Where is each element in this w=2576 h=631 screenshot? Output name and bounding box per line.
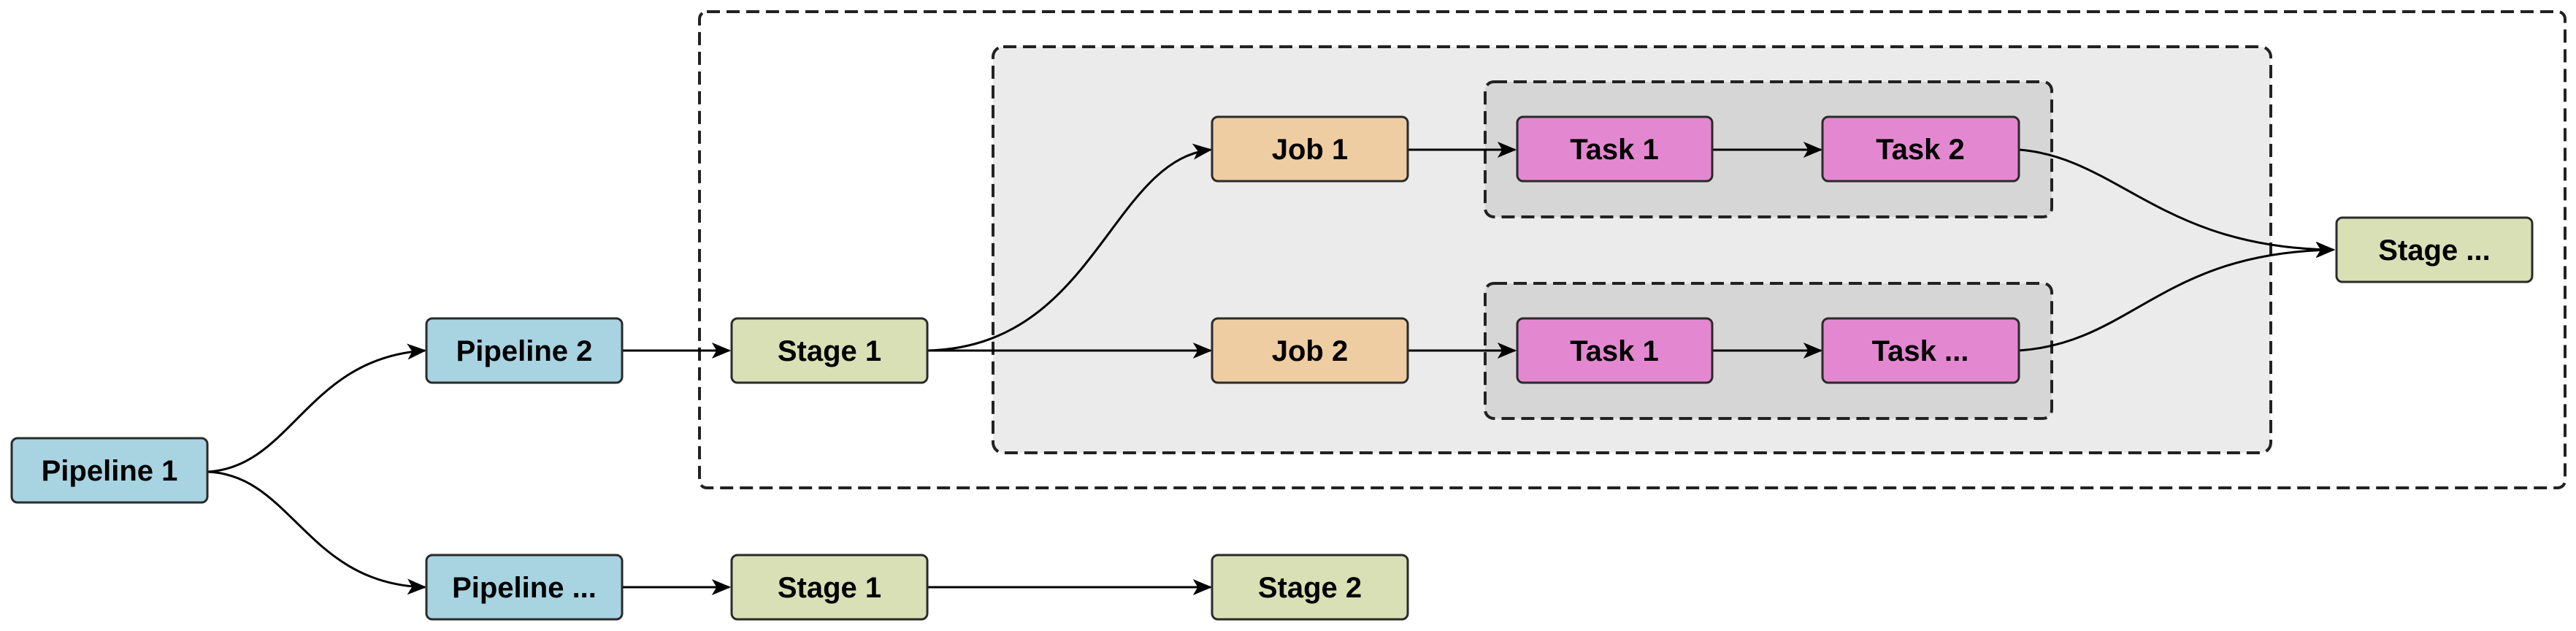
node-task-2: Task 2	[1821, 115, 2020, 183]
pipeline-1-label: Pipeline 1	[42, 455, 178, 487]
stage-2-box	[1211, 554, 1409, 621]
job-1-label: Job 1	[1272, 134, 1348, 166]
task-1-bottom-label: Task 1	[1570, 335, 1659, 367]
edge-pipeline1-pipelinen	[207, 470, 427, 595]
node-pipeline-1: Pipeline 1	[10, 437, 209, 504]
job-2-label: Job 2	[1272, 335, 1348, 367]
task-n-label: Task ...	[1872, 335, 1969, 367]
node-task-1-top: Task 1	[1516, 115, 1714, 183]
edge-task2-stagen	[2018, 148, 2336, 258]
task-1-top-label: Task 1	[1570, 134, 1659, 166]
node-stage-2: Stage 2	[1211, 554, 1409, 621]
edge-taskn-stagen	[2018, 242, 2336, 352]
task-2-label: Task 2	[1876, 134, 1965, 166]
node-task-1-bottom: Task 1	[1516, 317, 1714, 384]
node-stage-1-top: Stage 1	[730, 317, 929, 384]
task-n-box	[1821, 317, 2020, 384]
pipeline-1-box	[10, 437, 209, 504]
pipeline-n-label: Pipeline ...	[452, 572, 597, 604]
job-2-box	[1211, 317, 1409, 384]
pipeline-n-box	[425, 554, 624, 621]
node-stage-n: Stage ...	[2335, 216, 2534, 283]
pipeline-2-label: Pipeline 2	[456, 335, 593, 367]
node-stage-1-bottom: Stage 1	[730, 554, 929, 621]
job-1-box	[1211, 115, 1409, 183]
edge-pipeline1-pipeline2	[207, 343, 427, 473]
stage-n-box	[2335, 216, 2534, 283]
stage-1-bottom-label: Stage 1	[778, 572, 881, 604]
stage-1-bottom-box	[730, 554, 929, 621]
node-job-2: Job 2	[1211, 317, 1409, 384]
task-2-box	[1821, 115, 2020, 183]
stage-n-label: Stage ...	[2378, 234, 2490, 267]
task-1-top-box	[1516, 115, 1714, 183]
task-1-bottom-box	[1516, 317, 1714, 384]
pipeline-2-box	[425, 317, 624, 384]
node-task-n: Task ...	[1821, 317, 2020, 384]
node-pipeline-n: Pipeline ...	[425, 554, 624, 621]
stage-1-top-box	[730, 317, 929, 384]
node-pipeline-2: Pipeline 2	[425, 317, 624, 384]
node-job-1: Job 1	[1211, 115, 1409, 183]
stage-2-label: Stage 2	[1258, 572, 1362, 604]
edge-stage1-job1	[927, 143, 1213, 352]
stage-1-top-label: Stage 1	[778, 335, 881, 367]
